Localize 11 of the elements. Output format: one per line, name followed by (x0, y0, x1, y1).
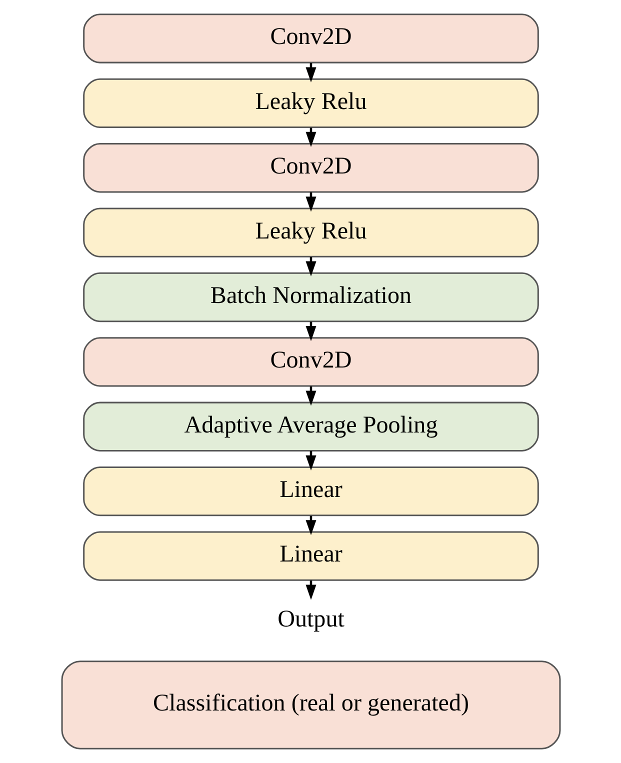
node-box: Conv2D (82, 143, 538, 193)
node-box: Leaky Relu (82, 208, 538, 258)
node-box: Linear (82, 531, 538, 581)
node-box: Conv2D (82, 14, 538, 64)
node-box: Conv2D (82, 337, 538, 387)
node-box: Classification (real or generated) (60, 660, 560, 750)
node-box: Adaptive Average Pooling (82, 402, 538, 452)
node-box: Batch Normalization (82, 272, 538, 322)
node-box: Leaky Relu (82, 78, 538, 128)
node-box: Linear (82, 466, 538, 516)
node-text: Output (277, 606, 344, 632)
